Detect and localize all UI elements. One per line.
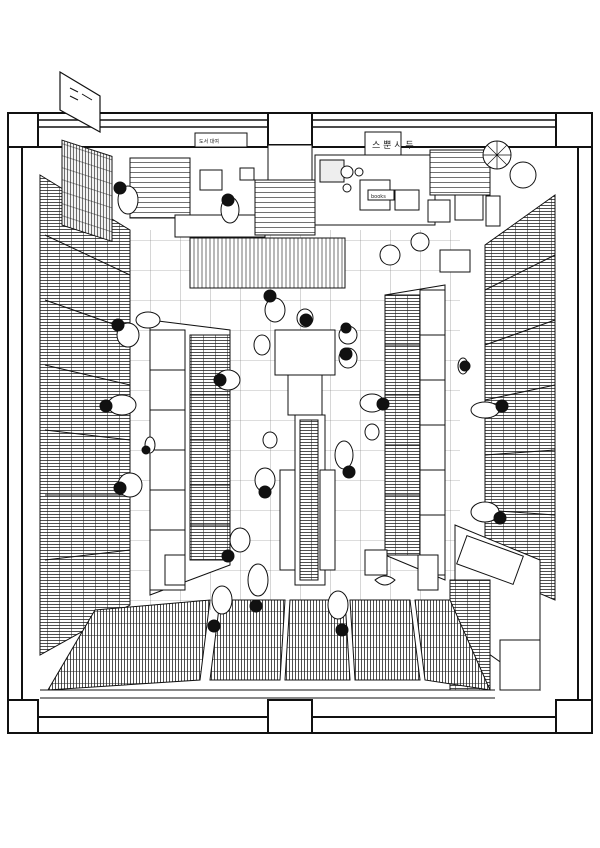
people [99,181,509,637]
left-wall-bookshelves [39,139,131,656]
person [221,527,251,563]
door-sign [59,70,101,134]
svg-text:books: books [371,194,386,200]
books-label-box: books [367,189,395,201]
bottom-book-tables [40,599,495,699]
svg-text:도서 대여: 도서 대여 [199,138,219,145]
electric-fan-icon [482,140,512,170]
person [327,590,349,637]
right-wall-bookshelves [484,194,556,601]
stools [135,311,380,449]
person [334,440,356,479]
globe-lamp-icon [509,161,537,189]
chairs [379,232,471,273]
top-left-counter [129,144,346,289]
person [338,347,358,369]
person [338,322,358,345]
cash-register-icon [340,165,354,179]
person [263,289,286,323]
room-name-plate: 도서 대여 [194,132,248,148]
person [113,472,143,498]
right-display-island [384,284,446,581]
person [213,369,241,391]
person [254,467,276,499]
person [457,357,471,375]
left-display-island [149,319,231,596]
person [207,585,233,633]
person [470,399,509,419]
person [247,563,269,613]
person [470,501,507,525]
person [113,181,139,215]
person [359,393,390,413]
checkout-counter [314,149,501,227]
boxes [164,549,439,591]
person [220,193,240,224]
central-display-stand [274,329,336,586]
svg-text:스 뿐 시 두: 스 뿐 시 두 [372,140,414,151]
person [296,308,314,328]
person [111,318,140,348]
person [99,394,137,416]
person [141,436,156,455]
